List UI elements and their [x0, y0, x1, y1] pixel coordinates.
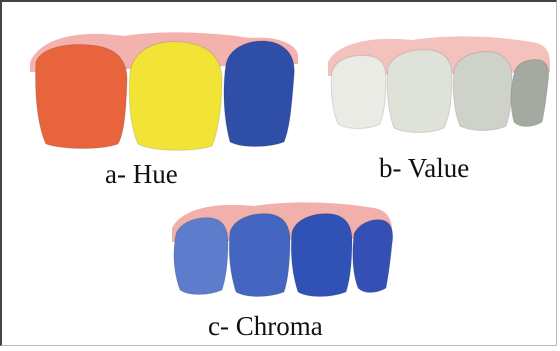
chroma-tooth-2 [229, 214, 290, 297]
chroma-tooth-3 [291, 214, 352, 297]
chroma-tooth-1 [174, 218, 228, 295]
chroma-tooth-4 [353, 220, 393, 293]
chroma-caption: c- Chroma [208, 311, 323, 342]
